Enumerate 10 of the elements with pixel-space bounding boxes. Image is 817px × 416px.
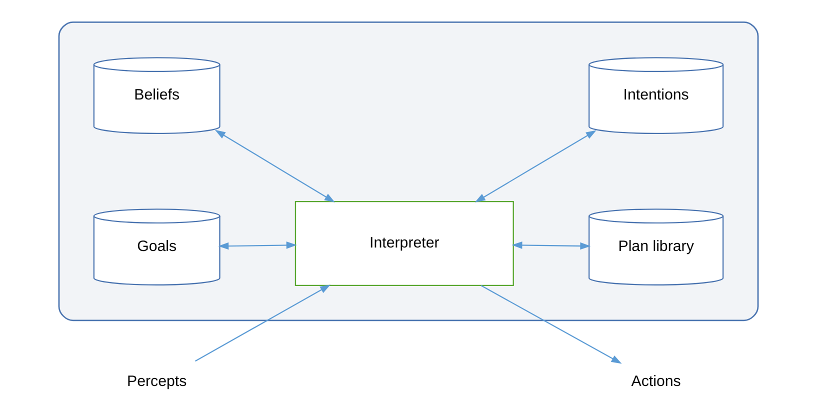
arrow: [194, 284, 331, 362]
arrow: [480, 285, 622, 364]
arrow: [474, 130, 596, 202]
cluster: [58, 21, 759, 322]
arrow: [214, 130, 335, 202]
arrow: [218, 242, 297, 250]
node-text: Actions: [631, 373, 681, 390]
arrow: [512, 242, 591, 250]
node-text: Percepts: [126, 373, 187, 390]
node-box: Interpreter: [294, 201, 514, 286]
